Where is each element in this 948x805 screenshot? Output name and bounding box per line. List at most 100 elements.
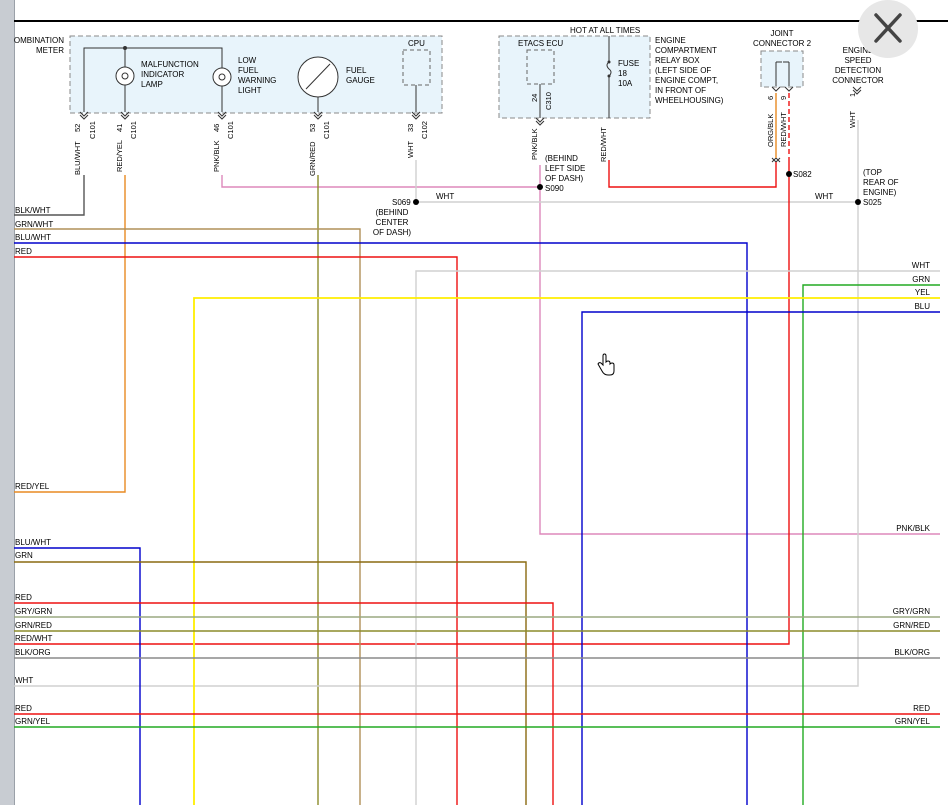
fuse-symbol [606,61,612,77]
wire-label-blu-wht-52: BLU/WHT [73,141,82,175]
pin-label-24: 24 [530,94,539,102]
wire-red-top [14,256,458,805]
splice-s025-id: S025 [863,198,882,207]
wire-grn-wht-trace [14,228,361,805]
wire-label-wht-s025: WHT [815,192,833,201]
splice-s025-dot [855,199,861,205]
left-wire-labels: BLK/WHT GRN/WHT BLU/WHT RED RED/YEL BLU/… [15,206,53,726]
wire-blu-wht-lower [14,547,141,805]
wire-grn-lower [14,561,527,805]
wire-label-wht-33: WHT [406,141,415,158]
wire-wht-s025 [14,120,859,687]
left-label-grn: GRN [15,551,33,560]
wire-label-wht-1: WHT [848,111,857,128]
etacs-inner-box [526,49,555,85]
splice-s090-id: S090 [545,184,564,193]
wire-red-wht-s082 [14,160,790,645]
left-label-blk-wht: BLK/WHT [15,206,51,215]
etacs-label: ETACS ECU [518,39,563,48]
wire-red-lower [14,602,554,805]
pin-label-46: 46 [212,124,221,132]
low-fuel-lamp-symbol [212,67,232,87]
cpu-label: CPU [408,39,425,48]
conn-label-c101-46: C101 [226,121,235,139]
pin-label-41: 41 [115,124,124,132]
pin-label-52: 52 [73,124,82,132]
left-label-blk-org: BLK/ORG [15,648,51,657]
conn-label-c101-53: C101 [322,121,331,139]
wire-pnk-blk-trace [539,165,940,535]
hand-pointer-icon [597,353,615,376]
left-label-red-wht: RED/WHT [15,634,52,643]
pin-label-33: 33 [406,124,415,132]
wire-label-red-yel-41: RED/YEL [115,140,124,172]
right-label-gry-grn: GRY/GRN [893,607,930,616]
right-label-blk-org: BLK/ORG [894,648,930,657]
left-label-wht: WHT [15,676,33,685]
left-label-red-3: RED [15,704,32,713]
right-label-grn-yel: GRN/YEL [895,717,931,726]
wire-label-pnk-blk-24: PNK/BLK [530,128,539,160]
pin-label-6: 6 [766,96,775,100]
pin-label-9: 9 [779,96,788,100]
left-frame-border [0,0,15,805]
wire-label-org-blk: ORG/BLK [766,114,775,147]
joint-connector-box [760,50,804,88]
left-label-red-yel: RED/YEL [15,482,50,491]
right-label-blu: BLU [914,302,930,311]
wire-red-wht-fuse [608,160,777,188]
top-rule [14,20,948,22]
conn-label-c101-52: C101 [88,121,97,139]
wire-label-wht-s069: WHT [436,192,454,201]
splice-s069-id: S069 [392,198,411,207]
wire-wht-right [415,270,940,805]
splice-s069-dot [413,199,419,205]
conn-label-c101-41: C101 [129,121,138,139]
right-label-wht: WHT [912,261,930,270]
right-label-pnk-blk: PNK/BLK [896,524,930,533]
left-label-blu-wht-2: BLU/WHT [15,538,51,547]
conn-label-c102-33: C102 [420,121,429,139]
splice-s082-dot [786,171,792,177]
splice-s082-id: S082 [793,170,812,179]
conn-label-c310: C310 [544,92,553,110]
cpu-box [402,49,431,86]
left-label-grn-red: GRN/RED [15,621,52,630]
wire-label-pnk-blk-46: PNK/BLK [212,140,221,172]
malfunction-lamp-symbol [115,66,135,86]
etacs-relay-box [498,35,651,119]
close-button[interactable] [858,0,918,58]
pin-label-53: 53 [308,124,317,132]
hot-at-all-times-label: HOT AT ALL TIMES [570,26,640,35]
wire-yel-right [193,297,940,805]
right-label-yel: YEL [915,288,931,297]
splice-s090-dot [537,184,543,190]
wire-blk-wht-trace [14,175,85,216]
right-label-red: RED [913,704,930,713]
left-label-red-2: RED [15,593,32,602]
wire-label-grn-red-53: GRN/RED [308,141,317,176]
wire-red-yel-trace [14,175,126,493]
right-label-grn-red: GRN/RED [893,621,930,630]
right-label-grn: GRN [912,275,930,284]
right-wire-labels: WHT GRN YEL BLU PNK/BLK GRY/GRN GRN/RED … [893,261,931,726]
close-icon [874,13,902,43]
wire-blu-right [581,311,940,805]
wire-pnk-blk-top [221,175,540,188]
wire-label-red-wht-9: RED/WHT [779,112,788,147]
wire-blu-wht-top [14,242,748,805]
pin-label-1: 1 [848,93,857,97]
left-label-grn-wht: GRN/WHT [15,220,53,229]
